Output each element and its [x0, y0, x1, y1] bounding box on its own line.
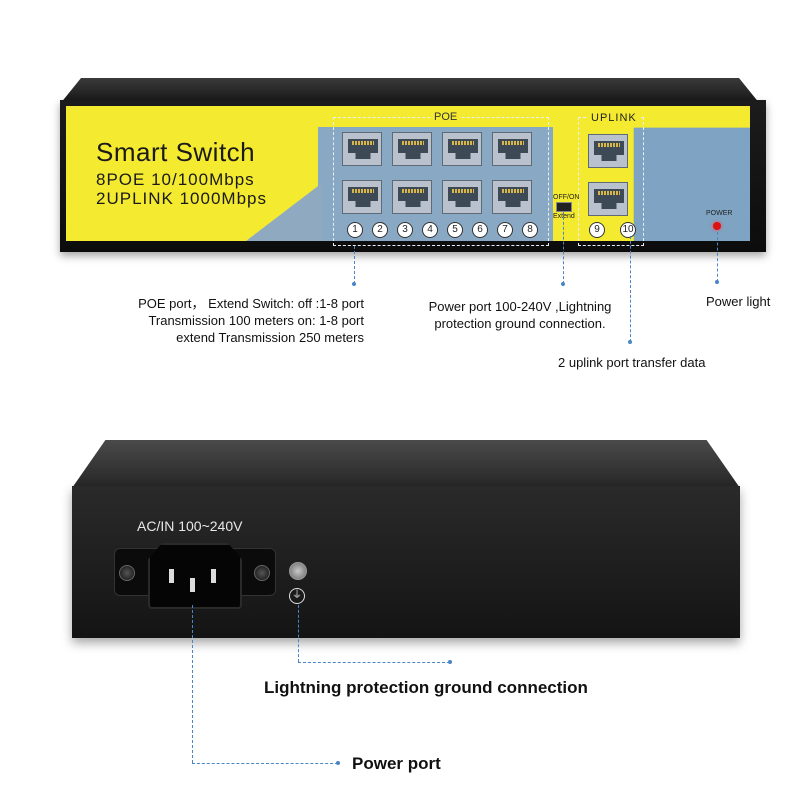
power-port-leader-line: [192, 763, 338, 764]
port-number: 10: [620, 222, 636, 238]
ground-symbol-icon: ⏚: [289, 588, 305, 604]
brand-spec-uplink: 2UPLINK 1000Mbps: [96, 189, 267, 208]
rj45-port-icon: [442, 180, 482, 214]
power-annotation-line2: protection ground connection.: [434, 316, 606, 331]
front-switch-top: [60, 78, 760, 104]
poe-annotation-line2: Transmission 100 meters on: 1-8 port: [148, 313, 364, 328]
poe-annotation-line1: POE port， Extend Switch: off :1-8 port: [138, 296, 364, 311]
poe-port-annotation: POE port， Extend Switch: off :1-8 port T…: [104, 295, 364, 346]
leader-dot: [561, 282, 565, 286]
rear-switch-top: [72, 440, 740, 488]
power-led-icon: [713, 222, 721, 230]
port-number: 9: [589, 222, 605, 238]
uplink-leader-line: [630, 236, 631, 342]
rj45-port-icon: [492, 132, 532, 166]
poe-annotation-line3: extend Transmission 250 meters: [176, 330, 364, 345]
rj45-port-icon: [588, 182, 628, 216]
ground-leader-line: [298, 605, 299, 662]
brand-spec-poe: 8POE 10/100Mbps: [96, 170, 255, 189]
port-number: 5: [447, 222, 463, 238]
port-number: 8: [522, 222, 538, 238]
power-port-annotation-rear: Power port: [352, 754, 441, 773]
port-number: 1: [347, 222, 363, 238]
inlet-pin: [190, 578, 195, 592]
rj45-port-icon: [392, 180, 432, 214]
power-light-annotation: Power light: [706, 294, 771, 309]
leader-dot: [352, 282, 356, 286]
port-number: 3: [397, 222, 413, 238]
uplink-annotation: 2 uplink port transfer data: [558, 355, 706, 370]
rj45-port-icon: [442, 132, 482, 166]
screw-icon: [119, 565, 135, 581]
ac-input-label: AC/IN 100~240V: [137, 518, 243, 534]
rj45-port-icon: [392, 132, 432, 166]
leader-dot: [715, 280, 719, 284]
port-number: 6: [472, 222, 488, 238]
leader-dot: [336, 761, 340, 765]
power-port-leader-line: [192, 605, 193, 763]
screw-icon: [254, 565, 270, 581]
port-number: 7: [497, 222, 513, 238]
uplink-group-label: UPLINK: [588, 112, 640, 124]
power-led-label: POWER: [706, 210, 733, 217]
power-annotation-line1: Power port 100-240V ,Lightning: [428, 299, 612, 314]
rj45-port-icon: [342, 132, 382, 166]
rj45-port-icon: [342, 180, 382, 214]
ground-annotation: Lightning protection ground connection: [264, 678, 588, 697]
ac-inlet-icon[interactable]: [148, 543, 242, 609]
switch-leader-line: [563, 212, 564, 284]
power-led-leader-line: [717, 232, 718, 282]
ground-leader-line: [298, 662, 450, 663]
extend-switch[interactable]: [556, 202, 572, 212]
rj45-port-icon: [588, 134, 628, 168]
poe-group-label: POE: [430, 111, 462, 123]
poe-leader-line: [354, 246, 355, 284]
port-number: 2: [372, 222, 388, 238]
leader-dot: [628, 340, 632, 344]
inlet-pin: [169, 569, 174, 583]
extend-switch-label-top: OFF/ON: [553, 194, 580, 201]
inlet-pin: [211, 569, 216, 583]
rj45-port-icon: [492, 180, 532, 214]
brand-title: Smart Switch: [96, 137, 256, 167]
port-number: 4: [422, 222, 438, 238]
power-port-annotation: Power port 100-240V ,Lightning protectio…: [410, 298, 630, 332]
leader-dot: [448, 660, 452, 664]
ground-screw-icon[interactable]: [289, 562, 307, 580]
